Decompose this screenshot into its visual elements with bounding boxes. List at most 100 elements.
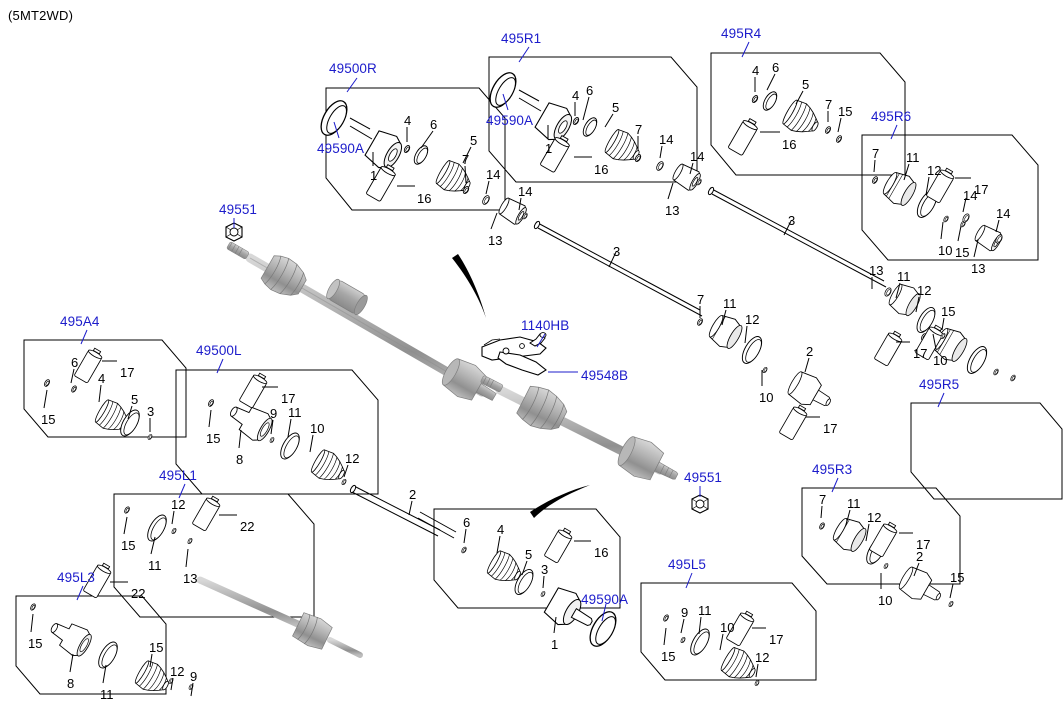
item-number-5[interactable]: 5: [802, 77, 810, 92]
item-number-3[interactable]: 3: [541, 562, 549, 577]
item-number-17[interactable]: 17: [120, 365, 135, 380]
item-number-5[interactable]: 5: [525, 547, 533, 562]
item-number-16[interactable]: 16: [417, 191, 432, 206]
item-number-11[interactable]: 11: [100, 687, 114, 702]
item-number-1[interactable]: 1: [370, 168, 378, 183]
item-number-10[interactable]: 10: [878, 593, 893, 608]
item-number-1[interactable]: 1: [551, 637, 559, 652]
part-number-49590A[interactable]: 49590A: [317, 141, 365, 156]
item-number-6[interactable]: 6: [463, 515, 471, 530]
item-number-8[interactable]: 8: [236, 452, 244, 467]
item-number-17[interactable]: 17: [281, 391, 296, 406]
item-number-4[interactable]: 4: [572, 88, 580, 103]
item-number-6[interactable]: 6: [586, 83, 594, 98]
item-number-17[interactable]: 17: [769, 632, 784, 647]
item-number-5[interactable]: 5: [470, 133, 478, 148]
item-number-10[interactable]: 10: [938, 243, 953, 258]
item-number-7[interactable]: 7: [825, 97, 833, 112]
item-number-6[interactable]: 6: [71, 355, 79, 370]
item-number-6[interactable]: 6: [430, 117, 438, 132]
item-number-16[interactable]: 16: [782, 137, 797, 152]
item-number-15[interactable]: 15: [950, 570, 965, 585]
part-number-49551[interactable]: 49551: [684, 470, 723, 485]
item-number-15[interactable]: 15: [41, 412, 56, 427]
item-number-15[interactable]: 15: [941, 304, 956, 319]
item-number-11[interactable]: 11: [723, 296, 737, 311]
item-number-15[interactable]: 15: [149, 640, 164, 655]
item-number-10[interactable]: 10: [759, 390, 774, 405]
item-number-2[interactable]: 2: [806, 344, 814, 359]
item-number-4[interactable]: 4: [752, 63, 760, 78]
part-number-495L5[interactable]: 495L5: [668, 557, 707, 572]
item-number-17[interactable]: 17: [974, 182, 989, 197]
item-number-13[interactable]: 13: [971, 261, 986, 276]
item-number-10[interactable]: 10: [933, 353, 948, 368]
part-number-49590A[interactable]: 49590A: [581, 592, 629, 607]
item-number-4[interactable]: 4: [497, 522, 505, 537]
item-number-3[interactable]: 3: [147, 404, 155, 419]
item-number-11[interactable]: 11: [906, 150, 920, 165]
item-number-14[interactable]: 14: [659, 132, 674, 147]
item-number-17[interactable]: 17: [913, 346, 928, 361]
item-number-11[interactable]: 11: [148, 558, 162, 573]
item-number-5[interactable]: 5: [612, 100, 620, 115]
part-number-495A4[interactable]: 495A4: [60, 314, 100, 329]
item-number-12[interactable]: 12: [927, 163, 942, 178]
item-number-12[interactable]: 12: [171, 497, 186, 512]
item-number-2[interactable]: 2: [409, 487, 417, 502]
item-number-13[interactable]: 13: [183, 571, 198, 586]
item-number-15[interactable]: 15: [661, 649, 676, 664]
part-number-495R3[interactable]: 495R3: [812, 462, 853, 477]
item-number-3[interactable]: 3: [788, 213, 796, 228]
item-number-12[interactable]: 12: [745, 312, 760, 327]
item-number-13[interactable]: 13: [665, 203, 680, 218]
item-number-7[interactable]: 7: [635, 122, 643, 137]
item-number-8[interactable]: 8: [67, 676, 75, 691]
item-number-12[interactable]: 12: [867, 510, 882, 525]
part-number-49590A[interactable]: 49590A: [486, 113, 534, 128]
item-number-12[interactable]: 12: [170, 664, 185, 679]
item-number-6[interactable]: 6: [772, 60, 780, 75]
item-number-17[interactable]: 17: [823, 421, 838, 436]
item-number-9[interactable]: 9: [681, 605, 689, 620]
item-number-12[interactable]: 12: [917, 283, 932, 298]
item-number-7[interactable]: 7: [697, 292, 705, 307]
item-number-15[interactable]: 15: [838, 104, 853, 119]
item-number-15[interactable]: 15: [28, 636, 43, 651]
item-number-12[interactable]: 12: [345, 451, 360, 466]
item-number-11[interactable]: 11: [897, 269, 911, 284]
item-number-22[interactable]: 22: [131, 586, 146, 601]
item-number-12[interactable]: 12: [755, 650, 770, 665]
item-number-9[interactable]: 9: [270, 406, 278, 421]
item-number-16[interactable]: 16: [594, 162, 609, 177]
part-number-49500R[interactable]: 49500R: [329, 61, 377, 76]
part-number-49551[interactable]: 49551: [219, 202, 258, 217]
item-number-14[interactable]: 14: [486, 167, 501, 182]
item-number-17[interactable]: 17: [916, 537, 931, 552]
item-number-15[interactable]: 15: [955, 245, 970, 260]
item-number-13[interactable]: 13: [869, 263, 884, 278]
item-number-13[interactable]: 13: [488, 233, 503, 248]
item-number-3[interactable]: 3: [613, 244, 621, 259]
item-number-14[interactable]: 14: [963, 188, 978, 203]
item-number-22[interactable]: 22: [240, 519, 255, 534]
item-number-10[interactable]: 10: [720, 620, 735, 635]
item-number-11[interactable]: 11: [847, 496, 861, 511]
item-number-15[interactable]: 15: [121, 538, 136, 553]
part-number-495R1[interactable]: 495R1: [501, 31, 542, 46]
item-number-2[interactable]: 2: [916, 549, 924, 564]
part-number-49500L[interactable]: 49500L: [196, 343, 242, 358]
part-number-49548B[interactable]: 49548B: [581, 368, 629, 383]
part-number-495R5[interactable]: 495R5: [919, 377, 960, 392]
part-number-495R4[interactable]: 495R4: [721, 26, 762, 41]
item-number-5[interactable]: 5: [131, 392, 139, 407]
item-number-14[interactable]: 14: [690, 149, 705, 164]
item-number-10[interactable]: 10: [310, 421, 325, 436]
item-number-16[interactable]: 16: [594, 545, 609, 560]
item-number-4[interactable]: 4: [404, 113, 412, 128]
item-number-14[interactable]: 14: [518, 184, 533, 199]
item-number-7[interactable]: 7: [462, 152, 470, 167]
item-number-4[interactable]: 4: [98, 371, 106, 386]
item-number-1[interactable]: 1: [545, 141, 553, 156]
item-number-14[interactable]: 14: [996, 206, 1011, 221]
